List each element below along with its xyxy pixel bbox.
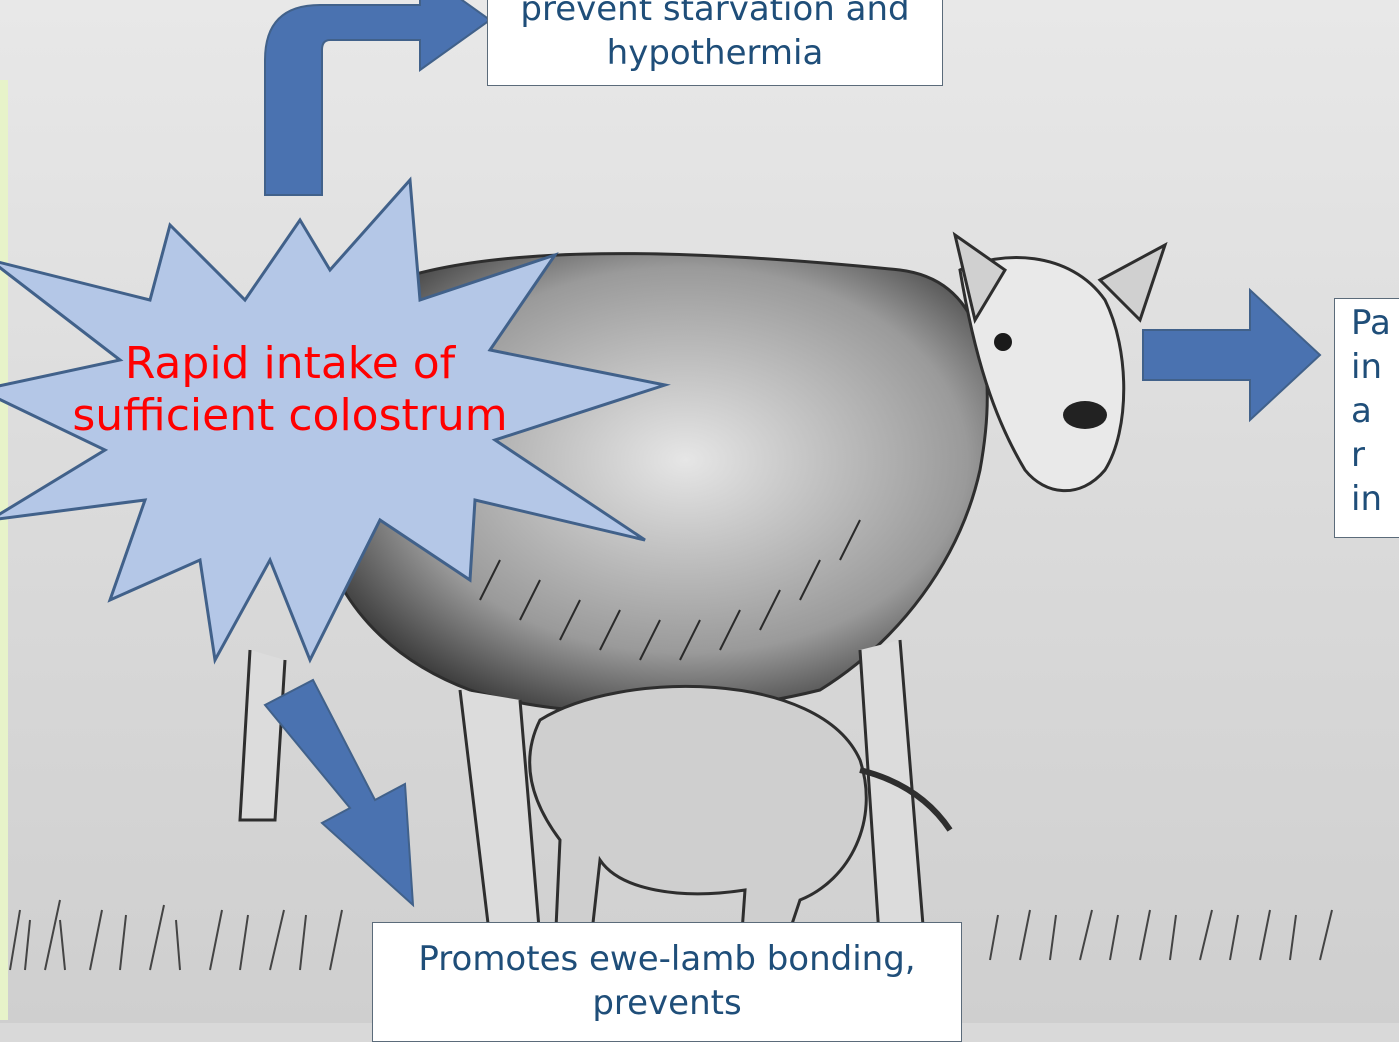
text-box-right-line: Pa bbox=[1351, 301, 1399, 345]
burst-label: Rapid intake of sufficient colostrum bbox=[40, 338, 540, 442]
slide-edge-strip bbox=[0, 80, 8, 1020]
text-box-right-line: in bbox=[1351, 345, 1399, 389]
text-box-bottom: Promotes ewe-lamb bonding, prevents bbox=[372, 922, 962, 1042]
text-box-right-line: a bbox=[1351, 389, 1399, 433]
text-box-right: Pa in a r in bbox=[1334, 298, 1399, 538]
text-box-right-line: r bbox=[1351, 433, 1399, 477]
text-box-right-line: in bbox=[1351, 477, 1399, 521]
text-box-top: prevent starvation and hypothermia bbox=[487, 0, 943, 86]
